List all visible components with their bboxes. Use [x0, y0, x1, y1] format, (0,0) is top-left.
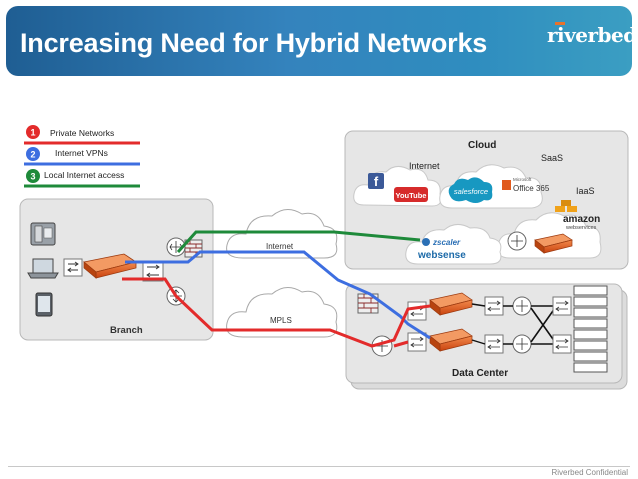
internet-cloud-label: Internet [266, 242, 294, 251]
datacenter-label: Data Center [452, 368, 508, 379]
legend-badge-3 [26, 169, 40, 183]
tablet-icon [35, 292, 53, 317]
dc-switch-mid-bottom-icon [484, 334, 504, 354]
link-local-internet [176, 230, 421, 254]
legend-number-2: 2 [30, 150, 35, 160]
websense-logo: websense [417, 250, 466, 261]
legend: 1 Private Networks 2 Internet VPNs 3 Loc… [24, 125, 140, 188]
phone-icon [30, 222, 56, 246]
link-private-dc [393, 340, 409, 348]
cloud-iaas-label: IaaS [576, 186, 595, 196]
footer-confidential: Riverbed Confidential [551, 468, 629, 477]
facebook-glyph: f [374, 174, 379, 189]
zscaler-text: zscaler [432, 238, 461, 247]
slide-title: Increasing Need for Hybrid Networks [20, 28, 488, 58]
youtube-text: YouTube [396, 191, 427, 200]
branch-label: Branch [110, 325, 143, 336]
legend-item-private: 1 Private Networks [24, 125, 140, 145]
legend-badge-1 [26, 125, 40, 139]
dc-core-router-top-icon [512, 296, 532, 316]
office365-text: Office 365 [513, 184, 550, 193]
dc-internal-links [471, 303, 513, 345]
youtube-logo: YouTube [394, 187, 428, 202]
dc-steelhead-top [429, 292, 473, 316]
salesforce-logo: salesforce [448, 177, 493, 203]
branch-panel: Branch [19, 198, 214, 341]
websense-text: websense [417, 250, 466, 261]
footer-divider [8, 466, 630, 467]
amazon-logo: amazon webservices [555, 200, 600, 231]
dc-crossover-links [530, 305, 556, 345]
amazon-sub-text: webservices [565, 225, 597, 231]
dc-switch-bottom-icon [407, 332, 427, 352]
legend-label-private: Private Networks [50, 128, 114, 138]
branch-steelhead-appliance [83, 253, 137, 279]
dc-switch-right-top-icon [552, 296, 572, 316]
dc-switch-right-bottom-icon [552, 334, 572, 354]
connection-lines [122, 230, 513, 348]
iaas-steelhead-appliance [534, 233, 573, 254]
security-cloud [405, 224, 502, 265]
amazon-text: amazon [563, 214, 600, 225]
branch-switch-icon [63, 258, 83, 277]
riverbed-logo: riverbed [547, 23, 637, 47]
iaas-router-icon [507, 231, 527, 251]
legend-item-vpn: 2 Internet VPNs [24, 147, 140, 166]
link-internet-vpn [125, 250, 431, 340]
cloud-saas-label: SaaS [541, 153, 563, 163]
legend-badge-2 [26, 147, 40, 161]
zscaler-logo: zscaler [422, 238, 461, 247]
legend-label-local: Local Internet access [44, 170, 124, 180]
facebook-icon: f [368, 173, 384, 189]
laptop-icon [27, 258, 59, 279]
dc-server-rack [573, 285, 608, 373]
cloud-panel: Cloud Internet SaaS IaaS f YouTube [344, 130, 629, 270]
cloud-internet-label: Internet [409, 161, 440, 171]
legend-number-1: 1 [30, 128, 35, 138]
salesforce-text: salesforce [454, 187, 488, 196]
legend-label-vpn: Internet VPNs [55, 148, 108, 158]
microsoft-text: Microsoft [513, 177, 532, 182]
legend-number-3: 3 [30, 172, 35, 182]
mpls-cloud: MPLS [226, 287, 338, 338]
cloud-panel-title: Cloud [468, 140, 496, 151]
header-banner: Increasing Need for Hybrid Networks rive… [6, 6, 637, 76]
office365-logo: Microsoft Office 365 [502, 177, 550, 193]
legend-item-local: 3 Local Internet access [24, 169, 140, 188]
link-private-network [122, 277, 431, 348]
internet-cloud: Internet [226, 209, 338, 259]
dc-steelhead-bottom [429, 328, 473, 352]
dc-switch-top-icon [407, 301, 427, 321]
datacenter-panel: Data Center [345, 283, 628, 390]
logo-accent [555, 22, 565, 25]
dc-core-router-bottom-icon [512, 334, 532, 354]
mpls-cloud-label: MPLS [270, 316, 292, 325]
dc-switch-mid-top-icon [484, 296, 504, 316]
